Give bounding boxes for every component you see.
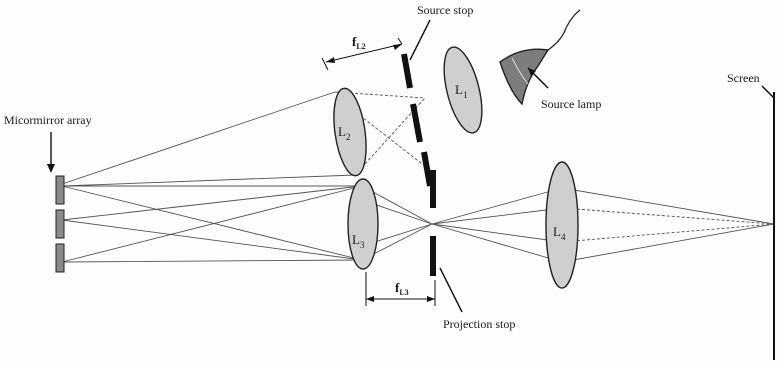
projection-stop-leader	[439, 267, 463, 313]
f-l2-ext-left	[321, 57, 329, 71]
lens-l2-label: L2	[338, 124, 350, 142]
f-l3-arrow-right	[427, 296, 435, 302]
lens-l4-label: L4	[553, 224, 566, 242]
ray-focus-to-l4-mid-b	[431, 223, 563, 243]
source-lamp-cable	[547, 9, 581, 51]
source-lamp-leader-arrowhead	[528, 68, 536, 76]
ray-m2-to-l3-bottom	[61, 219, 363, 261]
f-l2-label: fL2	[352, 34, 366, 51]
ray-mirror-to-l2-top	[61, 91, 336, 185]
f-l2-dim-line	[325, 43, 403, 63]
ray-focus-to-l4-bottom	[431, 223, 563, 263]
ray-m2-to-l3-top	[61, 185, 363, 221]
ray-l4-to-screen-a	[561, 187, 775, 225]
f-l3-label: fL3	[395, 280, 409, 297]
micromirror-2	[55, 209, 65, 239]
ray-focus-to-l4-mid-a	[431, 207, 563, 225]
ray-mirror-to-l2-bottom	[61, 174, 356, 187]
ray-l4-to-screen-d	[561, 223, 775, 243]
micromirror-array-arrowhead	[47, 164, 55, 173]
source-stop-segment-2	[410, 103, 423, 143]
lens-l3	[347, 178, 379, 270]
screen-label: Screen	[727, 71, 760, 85]
f-l3-dimension	[365, 272, 436, 306]
ray-l4-to-screen-c	[561, 207, 775, 225]
source-stop-segment-3	[421, 151, 433, 187]
ray-l4-to-screen-b	[561, 223, 775, 263]
source-stop-segment-1	[401, 53, 413, 89]
ray-m3-to-l3-top	[61, 185, 363, 263]
f-l2-dimension	[321, 37, 403, 71]
f-l2-ext-right	[397, 37, 403, 45]
f-l3-arrow-left	[366, 296, 374, 302]
micromirror-3	[55, 243, 65, 273]
micromirror-array	[55, 175, 65, 273]
ray-focus-to-l4-top	[431, 187, 563, 225]
source-lamp-highlight	[511, 57, 529, 85]
micromirror-array-label: Micormirror array	[4, 113, 92, 127]
lens-l4	[545, 161, 579, 289]
source-stop	[401, 53, 433, 187]
f-l2-arrow-right	[393, 44, 402, 50]
source-stop-leader	[409, 19, 431, 61]
lens-l1-label: L1	[455, 82, 467, 100]
lens-l1	[443, 46, 483, 134]
ray-m1-to-l3-bottom	[61, 185, 363, 261]
source-lamp-label: Source lamp	[541, 97, 601, 111]
lens-l2	[333, 87, 367, 177]
projection-stop-label: Projection stop	[443, 317, 515, 331]
source-lamp-reflector	[499, 48, 550, 106]
ray-l2-to-source-stop-c	[339, 99, 431, 171]
screen-leader	[761, 85, 775, 99]
ray-m3-to-l3-bottom	[61, 259, 363, 263]
source-stop-label: Source stop	[417, 3, 473, 17]
f-l2-arrow-left	[326, 57, 335, 63]
micromirror-1	[55, 175, 65, 205]
lens-l3-label: L3	[352, 232, 365, 250]
source-lamp	[499, 9, 581, 106]
